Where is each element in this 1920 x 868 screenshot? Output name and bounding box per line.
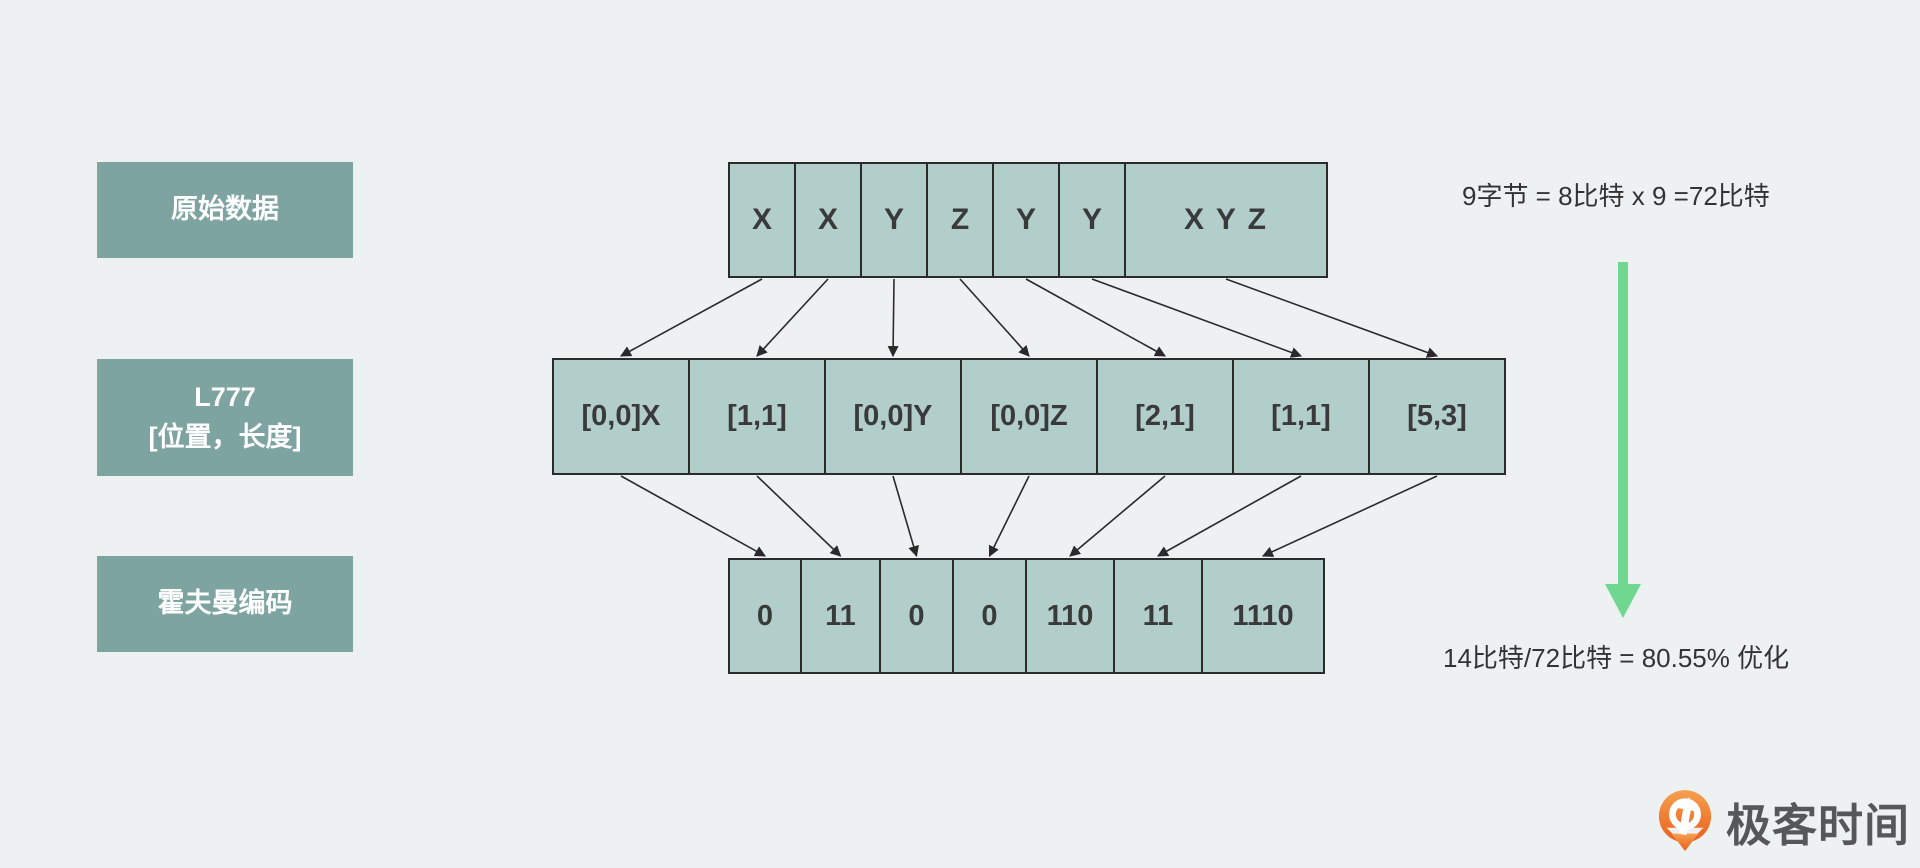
original-cell: X bbox=[728, 162, 796, 278]
annotation-optimization: 14比特/72比特 = 80.55% 优化 bbox=[1443, 643, 1790, 673]
original-cell: Y bbox=[992, 162, 1060, 278]
geektime-logo: 极客时间 bbox=[1656, 789, 1910, 854]
row-lz77: [0,0]X[1,1][0,0]Y[0,0]Z[2,1][1,1][5,3] bbox=[552, 358, 1506, 475]
huffman-cell: 0 bbox=[728, 558, 802, 674]
original-cell: Y bbox=[1058, 162, 1126, 278]
lz77-cell: [1,1] bbox=[1232, 358, 1370, 475]
lz77-cell: [2,1] bbox=[1096, 358, 1234, 475]
original-cell: Y bbox=[860, 162, 928, 278]
lz77-cell: [1,1] bbox=[688, 358, 826, 475]
label-lz77: L777 [位置，长度] bbox=[97, 359, 353, 476]
annotation-bytes: 9字节 = 8比特 x 9 =72比特 bbox=[1462, 181, 1770, 211]
lz77-cell: [5,3] bbox=[1368, 358, 1506, 475]
original-cell: Z bbox=[926, 162, 994, 278]
down-arrow-icon bbox=[1605, 262, 1641, 618]
geektime-logo-text: 极客时间 bbox=[1726, 800, 1911, 851]
label-huffman: 霍夫曼编码 bbox=[97, 556, 353, 652]
geektime-pin-icon bbox=[1658, 789, 1712, 851]
original-cell: X bbox=[794, 162, 862, 278]
label-huffman-text: 霍夫曼编码 bbox=[157, 588, 293, 619]
lz77-cell: [0,0]X bbox=[552, 358, 690, 475]
label-lz77-line1: L777 bbox=[194, 382, 256, 413]
label-original-data-text: 原始数据 bbox=[171, 194, 279, 225]
lz77-cell: [0,0]Y bbox=[824, 358, 962, 475]
huffman-cell: 11 bbox=[800, 558, 881, 674]
huffman-cell: 110 bbox=[1025, 558, 1115, 674]
label-lz77-line2: [位置，长度] bbox=[148, 421, 302, 452]
huffman-cell: 11 bbox=[1113, 558, 1203, 674]
huffman-cell: 1110 bbox=[1201, 558, 1325, 674]
label-original-data: 原始数据 bbox=[97, 162, 353, 258]
original-cell: X Y Z bbox=[1124, 162, 1328, 278]
huffman-cell: 0 bbox=[952, 558, 1027, 674]
lz77-cell: [0,0]Z bbox=[960, 358, 1098, 475]
huffman-cell: 0 bbox=[879, 558, 954, 674]
